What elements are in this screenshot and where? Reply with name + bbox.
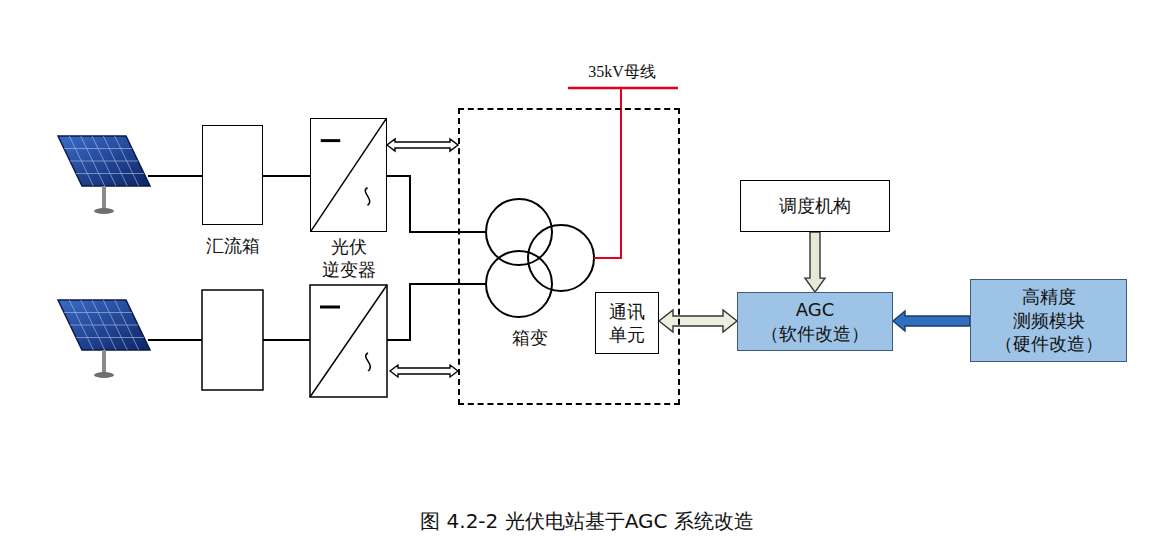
combiner-box <box>202 290 263 390</box>
node-label: 光伏 逆变器 <box>322 235 376 282</box>
node-label: 调度机构 <box>779 194 851 217</box>
wire <box>387 176 486 232</box>
wire <box>148 175 202 177</box>
inverter-box: 光伏 逆变器 <box>310 118 387 232</box>
solar-panel <box>58 300 150 378</box>
inverter-symbol <box>310 285 387 397</box>
frequency-module: 高精度 测频模块 （硬件改造） <box>970 279 1127 361</box>
bus-label: 35kV母线 <box>572 62 672 83</box>
combiner-box: 汇流箱 <box>202 125 263 225</box>
bus-bar <box>568 87 678 90</box>
node-label: AGC （软件改造） <box>761 298 869 345</box>
wire <box>387 284 486 340</box>
comm-unit: 通讯 单元 <box>595 292 659 354</box>
dispatch-box: 调度机构 <box>740 180 890 232</box>
command-arrow <box>805 232 825 292</box>
agc-box: AGC （软件改造） <box>737 292 893 351</box>
figure-caption: 图 4.2-2 光伏电站基于AGC 系统改造 <box>0 508 1174 535</box>
double-arrow <box>387 139 458 151</box>
bus-feeder <box>594 88 621 258</box>
wire <box>263 175 310 177</box>
double-arrow <box>390 365 458 377</box>
node-label: 高精度 测频模块 （硬件改造） <box>995 285 1103 355</box>
node-label: 汇流箱 <box>206 234 260 257</box>
wire <box>263 339 310 341</box>
node-label: 箱变 <box>512 326 548 349</box>
node-label: 通讯 单元 <box>609 300 645 347</box>
solar-panel <box>58 136 150 214</box>
inverter-symbol <box>311 119 386 231</box>
data-link-arrow <box>659 310 737 332</box>
wire <box>148 339 202 341</box>
signal-arrow <box>893 311 970 331</box>
transformer-symbol <box>486 199 594 317</box>
box-transformer: 通讯 单元箱变 <box>458 108 680 405</box>
